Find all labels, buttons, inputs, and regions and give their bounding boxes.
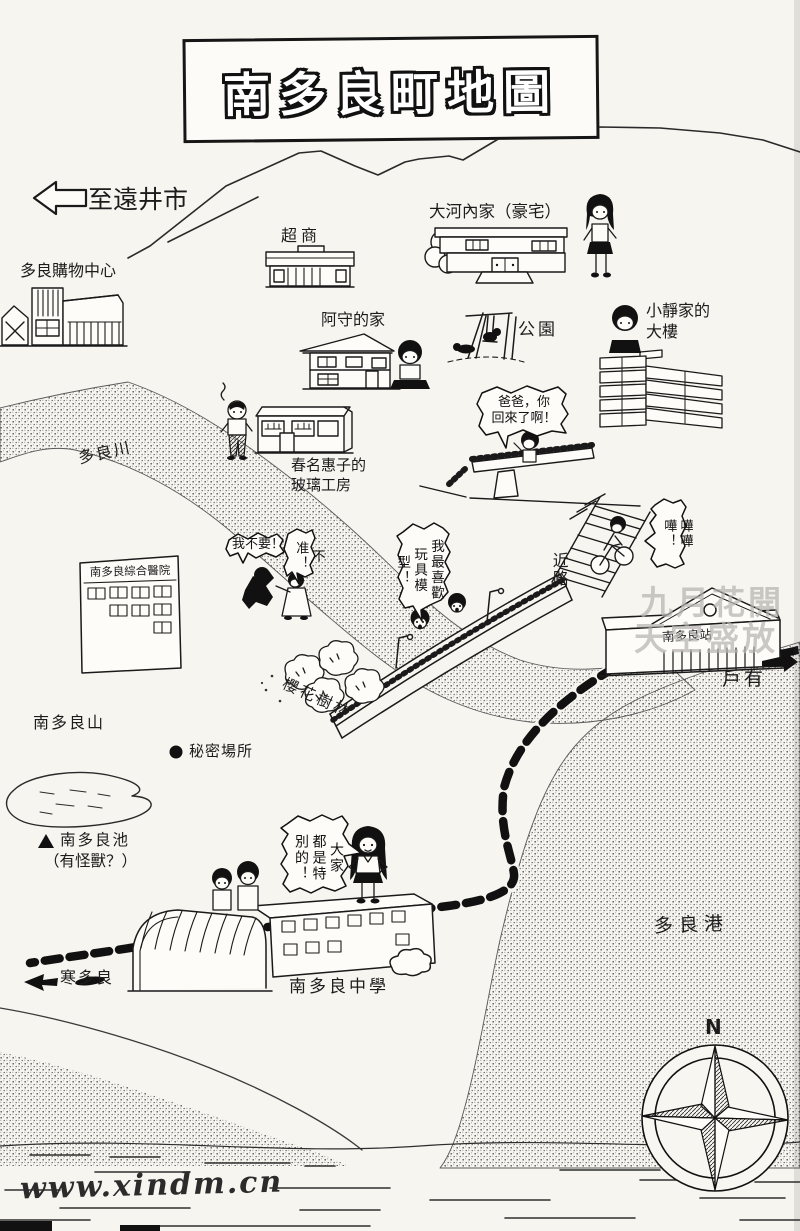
label-huyou: 戶有 xyxy=(722,668,767,690)
okouchi-mansion-building xyxy=(424,227,568,284)
label-amori-house: 阿守的家 xyxy=(321,310,386,329)
school-building xyxy=(251,893,436,978)
bubble-everyone-special-text: 大家 都是特 別的！ xyxy=(293,834,344,882)
shopping-center-building xyxy=(0,287,128,347)
bubble-dad-shape xyxy=(476,385,569,449)
amori-boy-figure xyxy=(390,340,430,389)
shizuka-girl-figure xyxy=(609,305,641,353)
glass-workshop-building xyxy=(254,406,354,454)
east-arrow-icon xyxy=(762,651,798,672)
label-middle-school: 南多良中學 xyxy=(289,977,389,997)
bubble-bike-sound-shape xyxy=(644,498,687,569)
scan-edge-shadow xyxy=(794,0,800,1231)
secret-place-marker xyxy=(169,745,183,759)
label-kantara: 寒多良 xyxy=(60,968,115,987)
hospital-building xyxy=(79,555,182,674)
label-compass-north: N xyxy=(705,1015,722,1039)
label-convenience-store: 超商 xyxy=(281,226,322,245)
label-glass-workshop: 春名惠子的 玻璃工房 xyxy=(291,456,367,494)
compass-rose xyxy=(641,1044,789,1192)
bubble-everyone-special-shape xyxy=(280,814,362,894)
bubble-not-allowed-text: 不准！ xyxy=(293,541,325,571)
smoking-man-figure xyxy=(220,382,253,460)
watermark-site: www.xindm.cn xyxy=(19,1164,284,1207)
label-hospital: 南多良綜合醫院 xyxy=(89,562,171,580)
label-secret-place: 秘密場所 xyxy=(189,742,254,760)
label-tara-port: 多良港 xyxy=(653,912,730,938)
mountain-ridge xyxy=(127,126,800,259)
label-shortcut: 近路 xyxy=(549,552,569,588)
okouchi-girl-figure xyxy=(583,194,617,278)
bubble-bike-sound-text: 嘩嘩嘩！ xyxy=(661,519,693,549)
pond-marker xyxy=(38,834,54,848)
label-shizuka-building: 小靜家的 大樓 xyxy=(646,301,711,341)
roof-girl-figure xyxy=(348,826,388,904)
shizuka-building xyxy=(599,349,723,429)
label-shopping-center: 多良購物中心 xyxy=(20,261,117,280)
tara-pond-lake xyxy=(5,771,152,828)
bubble-dad-text: 爸爸，你 回來了啊！ xyxy=(491,395,557,427)
cyclist-figure xyxy=(590,516,634,575)
label-park: 公園 xyxy=(518,320,558,340)
kantara-arrow-icon xyxy=(24,974,105,991)
gym-building xyxy=(127,909,273,992)
watermark-scanlation-line1: 九月花開 xyxy=(640,583,784,622)
bubble-toy-model-text: 我最喜歡 玩具模型！ xyxy=(394,539,444,601)
station-building xyxy=(599,587,799,677)
label-okouchi-house: 大河內家（豪宅） xyxy=(429,202,561,221)
west-arrow-icon xyxy=(32,180,88,216)
port-beach xyxy=(0,641,800,1169)
watermark-scanlation-line2: 天空盛放 xyxy=(634,619,778,658)
map-title-box: 南多良町地圖 xyxy=(182,34,600,144)
label-tara-pond: 南多良池 xyxy=(60,831,131,849)
amori-house-building xyxy=(299,333,401,390)
label-tara-mountain: 南多良山 xyxy=(33,713,106,732)
cherry-grove xyxy=(260,640,385,713)
bubble-no-want-shape xyxy=(225,532,285,564)
bubble-toy-model-shape xyxy=(396,522,451,622)
label-to-city: 至遠井市 xyxy=(88,185,189,214)
students-figures xyxy=(212,861,259,911)
park-swing xyxy=(447,312,525,363)
convenience-store-building xyxy=(265,245,355,288)
map-title: 南多良町地圖 xyxy=(222,64,560,124)
bubble-not-allowed-shape xyxy=(283,528,316,585)
speech-bubble-shapes xyxy=(225,385,687,894)
label-tara-pond-note: （有怪獸？） xyxy=(44,852,138,870)
shortcut-stairs xyxy=(551,493,651,598)
bubble-no-want-text: 我不要！ xyxy=(232,537,285,552)
